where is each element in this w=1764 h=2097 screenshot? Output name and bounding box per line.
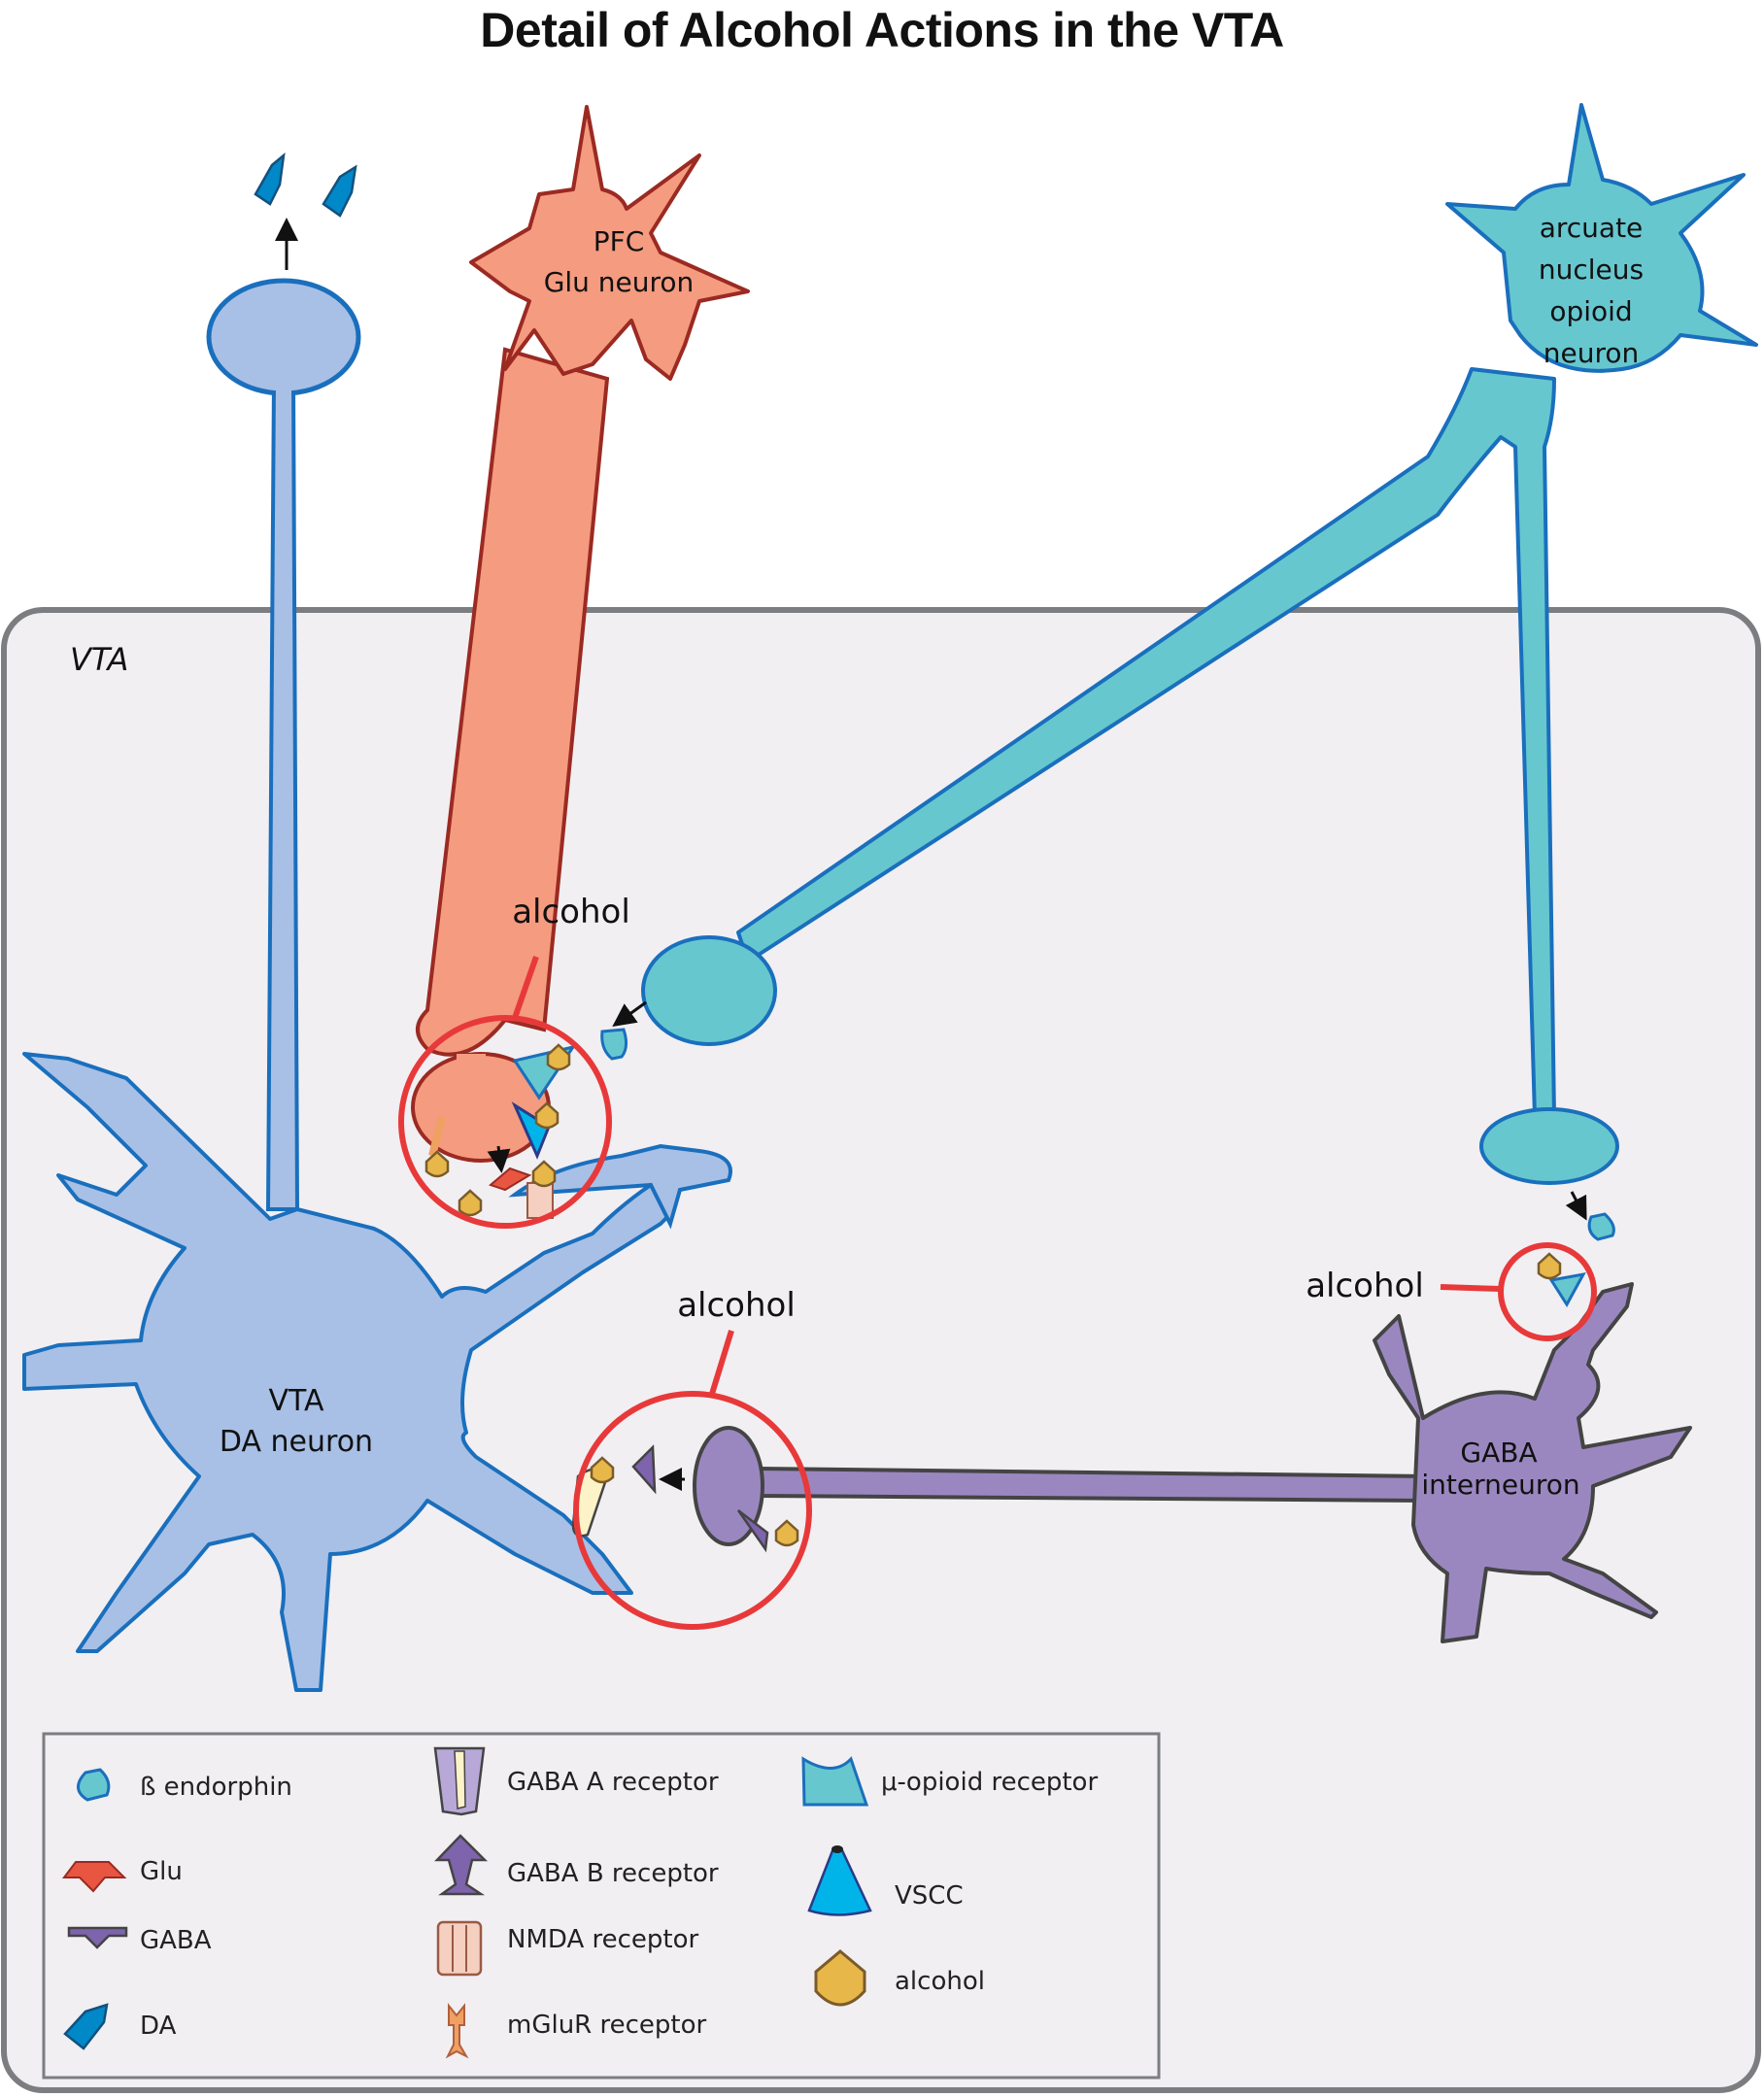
legend-label: GABA B receptor bbox=[507, 1859, 719, 1888]
gaba-b-receptor-icon bbox=[736, 1509, 769, 1553]
beta-endorphin-molecule-icon bbox=[600, 1028, 628, 1061]
alcohol-callout-label: alcohol bbox=[1306, 1267, 1424, 1305]
vta-da-neuron-label: DA neuron bbox=[220, 1425, 373, 1459]
alcohol-icon bbox=[814, 1949, 866, 2007]
alcohol-callout-label: alcohol bbox=[677, 1286, 796, 1325]
pfc-glu-neuron: PFC Glu neuron bbox=[416, 105, 750, 1057]
vscc-icon bbox=[511, 1101, 551, 1160]
da-molecule-icon bbox=[254, 152, 286, 206]
alcohol-callout-label: alcohol bbox=[512, 893, 630, 931]
mu-opioid-receptor-icon bbox=[801, 1756, 869, 1807]
pfc-neuron-label: Glu neuron bbox=[544, 266, 695, 298]
pfc-synapse: alcohol bbox=[398, 893, 630, 1229]
gaba-icon bbox=[67, 1926, 128, 1949]
beta-endorphin-molecule-icon bbox=[1587, 1212, 1615, 1241]
gaba-interneuron: GABA interneuron bbox=[693, 1282, 1692, 1643]
opioid-terminal bbox=[1479, 1107, 1619, 1185]
alcohol-callout-circle bbox=[573, 1391, 812, 1630]
vta-da-neuron-label: VTA bbox=[268, 1384, 324, 1418]
release-arrow-icon bbox=[487, 1145, 511, 1173]
gaba-molecule-icon bbox=[631, 1444, 657, 1495]
arcuate-neuron-label: arcuate bbox=[1540, 212, 1644, 244]
legend-label: VSCC bbox=[895, 1881, 964, 1911]
vscc-icon bbox=[807, 1846, 872, 1916]
legend-label: μ-opioid receptor bbox=[881, 1768, 1098, 1797]
legend-label: alcohol bbox=[895, 1967, 985, 1996]
nmda-receptor-icon bbox=[436, 1920, 483, 1977]
mu-opioid-receptor-icon bbox=[1548, 1271, 1586, 1307]
arcuate-opioid-neuron: arcuate nucleus opioid neuron bbox=[600, 103, 1758, 1241]
da-molecule-icon bbox=[322, 164, 357, 218]
vta-da-neuron: VTA DA neuron bbox=[22, 278, 732, 1692]
da-release bbox=[254, 152, 357, 270]
arcuate-neuron-label: opioid bbox=[1549, 295, 1632, 327]
arcuate-neuron-label: nucleus bbox=[1539, 254, 1644, 286]
legend: ß endorphin Glu GABA DA GABA A receptor … bbox=[42, 1732, 1161, 2080]
gaba-synapse: alcohol bbox=[571, 1286, 812, 1630]
release-arrow-icon bbox=[1565, 1191, 1587, 1221]
legend-label: GABA bbox=[140, 1926, 212, 1955]
legend-label: DA bbox=[140, 2012, 177, 2041]
beta-endorphin-icon bbox=[77, 1768, 111, 1802]
arcuate-neuron-label: neuron bbox=[1544, 337, 1640, 369]
legend-label: mGluR receptor bbox=[507, 2011, 707, 2040]
alcohol-callout-circle bbox=[398, 1015, 612, 1229]
glu-icon bbox=[62, 1861, 127, 1893]
vta-region-label: VTA bbox=[70, 641, 128, 678]
opioid-terminal bbox=[641, 935, 777, 1046]
callout-leader-line bbox=[512, 956, 539, 1019]
mglur-receptor-icon bbox=[428, 1116, 446, 1157]
gaba-b-receptor-icon bbox=[434, 1834, 489, 1896]
nmda-receptor-icon bbox=[526, 1182, 554, 1219]
legend-label: ß endorphin bbox=[140, 1773, 292, 1802]
callout-leader-line bbox=[709, 1330, 734, 1395]
glu-molecule-icon bbox=[489, 1167, 532, 1192]
release-arrow-icon bbox=[612, 1000, 647, 1028]
legend-label: GABA A receptor bbox=[507, 1768, 719, 1797]
figure-title: Detail of Alcohol Actions in the VTA bbox=[480, 3, 1284, 57]
opioid-gaba-synapse: alcohol bbox=[1306, 1242, 1597, 1341]
legend-label: NMDA receptor bbox=[507, 1925, 699, 1954]
alcohol-callout-circle bbox=[1498, 1242, 1597, 1341]
gaba-neuron-label: interneuron bbox=[1421, 1469, 1579, 1501]
da-icon bbox=[63, 2003, 109, 2050]
gaba-neuron-label: GABA bbox=[1460, 1437, 1537, 1469]
mglur-receptor-icon bbox=[445, 2003, 469, 2059]
pfc-neuron-label: PFC bbox=[594, 225, 645, 257]
callout-leader-line bbox=[1440, 1284, 1502, 1292]
legend-label: Glu bbox=[140, 1857, 183, 1886]
